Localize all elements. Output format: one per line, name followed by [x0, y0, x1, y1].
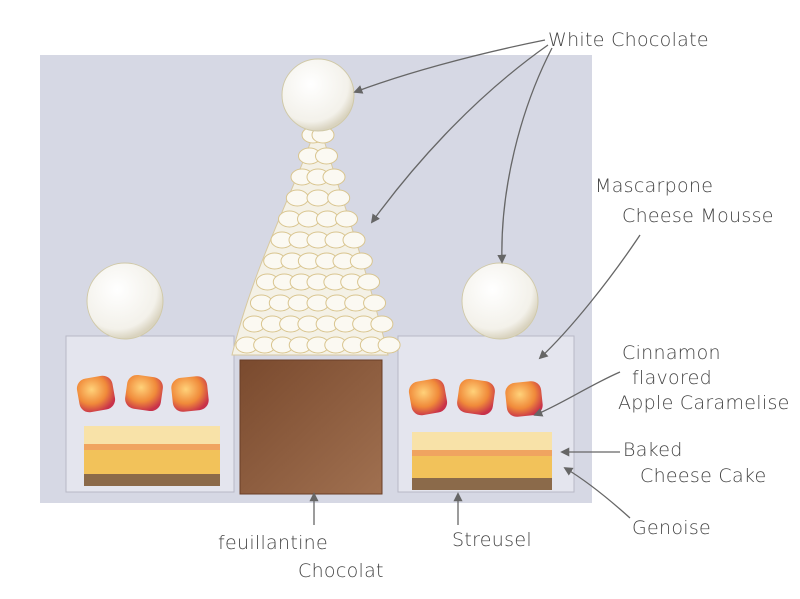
right-apple-1: [408, 378, 448, 416]
white-chocolate-petals: [235, 126, 401, 354]
label-mascarpone-line1: Mascarpone: [595, 175, 714, 197]
center-tower: [231, 58, 401, 495]
right-genoise: [412, 450, 552, 456]
label-white-chocolate: White Chocolate: [548, 29, 709, 51]
label-mascarpone-line2: Cheese Mousse: [622, 205, 774, 227]
petal: [377, 336, 401, 354]
right-streusel: [412, 478, 552, 490]
annotation-arrows: [309, 39, 641, 526]
petal: [285, 189, 309, 207]
left-dessert: [65, 262, 235, 493]
right-sponge: [412, 456, 552, 478]
petal: [357, 273, 381, 291]
right-apple-2: [457, 378, 495, 416]
right-apple-3: [505, 381, 543, 417]
petal: [363, 294, 387, 312]
petal: [349, 252, 373, 270]
top-white-chocolate-sphere: [281, 58, 355, 132]
left-apple-2: [125, 374, 163, 412]
label-apple-line1: Cinnamon: [622, 342, 721, 364]
petal: [322, 168, 346, 186]
left-cheesecake: [84, 426, 220, 444]
left-apple-3: [171, 376, 209, 412]
label-feuillantine-line2: Chocolat: [298, 560, 384, 582]
label-cheesecake-line2: Cheese Cake: [640, 465, 767, 487]
label-feuillantine-line1: feuillantine: [218, 532, 329, 554]
petal: [306, 189, 330, 207]
label-genoise: Genoise: [632, 517, 712, 539]
label-streusel: Streusel: [452, 529, 532, 551]
right-cheesecake: [412, 432, 552, 450]
left-genoise: [84, 444, 220, 450]
petal: [342, 231, 366, 249]
feuillantine-chocolate-base: [239, 359, 383, 495]
petal: [370, 315, 394, 333]
petal: [315, 147, 338, 165]
left-streusel: [84, 474, 220, 486]
label-apple-line3: Apple Caramelise: [618, 392, 790, 414]
right-dessert: [397, 262, 575, 493]
petal: [327, 189, 351, 207]
left-white-chocolate-sphere: [86, 262, 164, 340]
label-cheesecake-line1: Baked: [623, 439, 683, 461]
label-apple-line2: flavored: [632, 367, 713, 389]
left-sponge: [84, 450, 220, 474]
left-apple-1: [76, 375, 116, 413]
petal: [335, 210, 358, 228]
right-white-chocolate-sphere: [461, 262, 539, 340]
